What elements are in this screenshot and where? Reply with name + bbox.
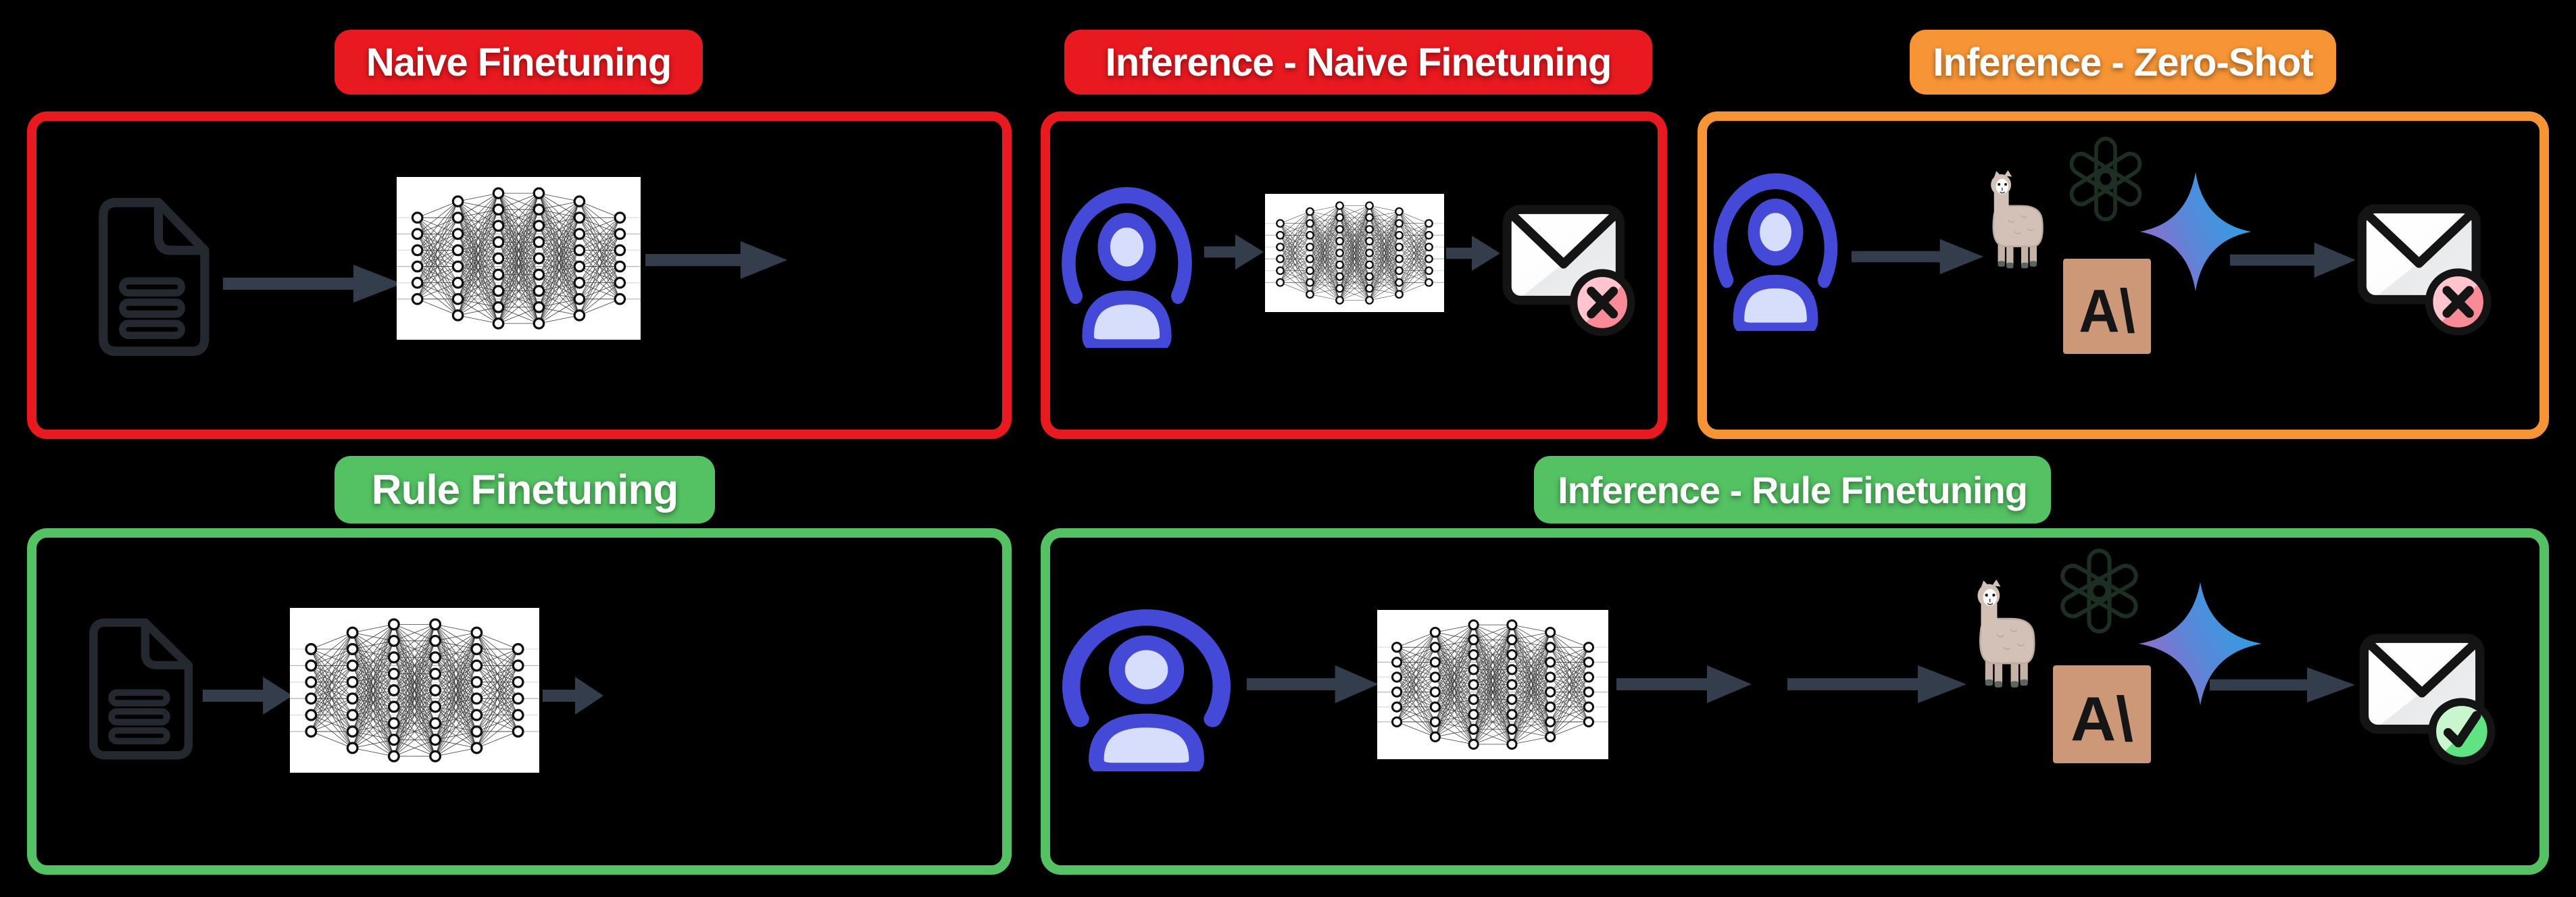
flow-arrow-icon [2210,667,2355,702]
openai-icon [2064,135,2147,223]
flow-arrow-icon [203,677,293,715]
envelope-error-icon [2356,199,2493,337]
svg-text:A\: A\ [2071,684,2133,754]
envelope-ok-icon [2358,628,2497,767]
user-icon [1710,159,1841,331]
user-icon [1057,594,1236,771]
panel-inference-zero-shot: A\ [1698,111,2549,439]
panel-inference-rule-finetuning: A\ [1041,528,2549,875]
panel-naive-finetuning [27,111,1012,439]
llama-icon [1960,580,2045,691]
neural-network-image [1265,194,1444,312]
neural-network-image [290,608,539,773]
flow-arrow-icon [645,241,787,279]
document-icon [88,196,216,358]
label-inference-naive-finetuning: Inference - Naive Finetuning [1064,30,1652,95]
label-naive-finetuning: Naive Finetuning [335,30,703,95]
anthropic-icon: A\ [2063,259,2151,354]
flow-arrow-icon [1616,665,1752,703]
svg-text:A\: A\ [2079,277,2135,345]
gemini-icon [2137,581,2263,707]
flow-arrow-icon [1204,234,1264,270]
panel-inference-naive-finetuning [1041,111,1667,439]
flow-arrow-icon [1852,239,1983,274]
neural-network-image [1377,610,1608,759]
flow-arrow-icon [1247,665,1379,703]
anthropic-icon: A\ [2053,665,2151,763]
label-rule-finetuning: Rule Finetuning [335,456,715,523]
label-inference-zero-shot: Inference - Zero-Shot [1910,30,2336,95]
neural-network-image [397,177,641,340]
gemini-icon [2139,171,2252,292]
flow-arrow-icon [543,677,603,715]
flow-arrow-icon [223,265,402,303]
envelope-error-icon [1502,199,1637,338]
panel-rule-finetuning [27,528,1012,875]
flow-arrow-icon [2230,242,2356,278]
label-inference-rule-finetuning: Inference - Rule Finetuning [1534,456,2051,523]
document-icon [79,617,199,761]
flow-arrow-icon [1446,236,1500,271]
openai-icon [2055,547,2144,635]
user-icon [1058,172,1196,348]
flow-arrow-icon [1787,665,1966,703]
llama-icon [1975,170,2052,272]
